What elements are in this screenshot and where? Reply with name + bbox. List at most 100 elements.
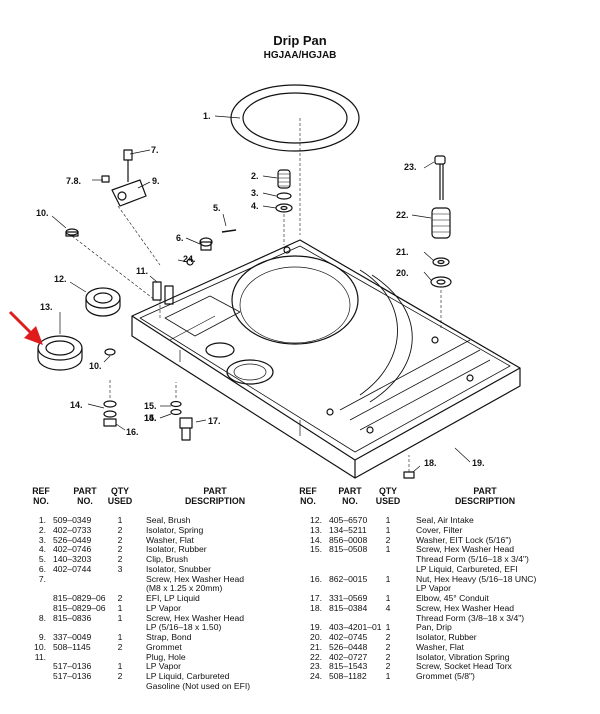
- description-cell: LP Liquid, Carbureted: [146, 671, 230, 681]
- qty-cell: 2: [385, 651, 391, 662]
- part-number-cell: 815–0829–06: [53, 593, 106, 603]
- drip-pan-exploded-diagram: 1. 2. 3. 4. 5. 6. 7. 7.8. 9. 10. 11. 12.…: [8, 84, 521, 479]
- callout: 15.: [144, 413, 157, 423]
- callout: 14.: [144, 413, 157, 423]
- callout: 7.8.: [66, 176, 81, 186]
- qty-cell: 2: [117, 524, 123, 535]
- part-number-cell: 508–1182: [329, 671, 367, 681]
- part-number-cell: 815–0836: [53, 612, 92, 623]
- description-cell: LP Vapor: [416, 583, 452, 594]
- description-cell: LP Vapor: [146, 661, 182, 672]
- description-cell: (M8 x 1.25 x 20mm): [146, 583, 223, 594]
- ref-cell: 13.: [310, 524, 322, 535]
- ref-cell: 11.: [34, 651, 46, 662]
- description-cell: Screw, Hex Washer Head: [416, 602, 515, 613]
- screw-18: [403, 455, 415, 479]
- part-number-cell: 815–1543: [329, 661, 368, 672]
- qty-cell: 2: [385, 641, 391, 652]
- small-hardware: [65, 228, 237, 318]
- description-cell: EFI, LP Liquid: [146, 593, 200, 603]
- qty-cell: 3: [117, 563, 123, 574]
- description-cell: Seal, Air Intake: [416, 515, 474, 525]
- qty-cell: 2: [385, 661, 391, 672]
- qty-cell: 1: [385, 593, 391, 603]
- qty-cell: 1: [117, 602, 123, 613]
- ref-cell: 23.: [310, 661, 322, 672]
- ref-cell: 4.: [38, 544, 46, 555]
- diagram-title: Drip Pan: [273, 33, 327, 48]
- callout: 9.: [152, 176, 160, 186]
- qty-cell: 2: [117, 671, 123, 681]
- callout: 12.: [54, 274, 67, 284]
- description-cell: Washer, EIT Lock (5/16"): [416, 534, 512, 545]
- callout: 13.: [40, 302, 53, 312]
- ref-cell: 6.: [38, 563, 46, 574]
- callout: 21.: [396, 247, 409, 257]
- part-number-cell: 526–0449: [53, 534, 92, 545]
- ref-cell: 10.: [34, 641, 46, 652]
- description-cell: Grommet (5/8"): [416, 671, 475, 681]
- part-number-cell: 402–0745: [329, 632, 368, 642]
- ref-cell: 16.: [310, 573, 322, 584]
- qty-cell: 1: [117, 661, 123, 672]
- description-cell: Seal, Brush: [146, 515, 191, 525]
- description-cell: Screw, Hex Washer Head: [146, 612, 245, 623]
- qty-cell: 4: [385, 602, 391, 613]
- ref-cell: 19.: [310, 622, 322, 633]
- qty-cell: 1: [385, 524, 391, 535]
- callout: 19.: [472, 458, 485, 468]
- right-isolator-stack: [430, 155, 452, 330]
- description-cell: Elbow, 45° Conduit: [416, 593, 489, 603]
- ref-cell: 5.: [38, 554, 46, 564]
- description-cell: Washer, Flat: [146, 534, 194, 545]
- ref-cell: 3.: [38, 534, 46, 545]
- ref-cell: 2.: [38, 524, 46, 535]
- part-number-cell: 403–4201–01: [329, 622, 382, 633]
- part-number-cell: 526–0448: [329, 641, 368, 652]
- part-number-cell: 405–6570: [329, 515, 368, 525]
- qty-cell: 2: [117, 534, 123, 545]
- callout-labels: 1. 2. 3. 4. 5. 6. 7. 7.8. 9. 10. 11. 12.…: [36, 111, 485, 468]
- filter-cover: [37, 335, 116, 371]
- qty-cell: 1: [385, 515, 391, 525]
- description-cell: Screw, Hex Washer Head: [146, 573, 245, 584]
- part-number-cell: 402–0746: [53, 544, 92, 555]
- callout: 16.: [126, 427, 139, 437]
- ref-cell: 1.: [38, 515, 46, 525]
- description-cell: Pan, Drip: [416, 622, 452, 633]
- qty-cell: 1: [117, 515, 123, 525]
- description-cell: Isolator, Snubber: [146, 563, 211, 574]
- description-cell: Grommet: [146, 641, 182, 652]
- lower-left-fasteners: [103, 380, 117, 427]
- part-number-cell: 337–0049: [53, 632, 92, 642]
- qty-cell: 2: [117, 554, 123, 564]
- part-number-cell: 402–0727: [329, 651, 368, 662]
- callout: 17.: [208, 416, 221, 426]
- description-cell: LP (5/16–18 x 1.50): [146, 622, 222, 633]
- qty-cell: 2: [385, 534, 391, 545]
- ref-cell: 24.: [310, 671, 322, 681]
- description-cell: Gasoline (Not used on EFI): [146, 680, 251, 691]
- ref-cell: 7.: [38, 573, 46, 584]
- part-number-cell: 134–5211: [329, 524, 367, 535]
- description-cell: Isolator, Rubber: [146, 544, 207, 555]
- part-number-cell: 862–0015: [329, 573, 368, 584]
- part-number-cell: 815–0508: [329, 544, 368, 555]
- part-number-cell: 402–0744: [53, 563, 92, 574]
- qty-cell: 1: [117, 632, 123, 642]
- leader-lines: [51, 115, 471, 473]
- part-number-cell: 815–0384: [329, 602, 368, 613]
- diagram-subtitle: HGJAA/HGJAB: [263, 50, 337, 61]
- description-cell: LP Liquid, Carbureted, EFI: [416, 563, 518, 574]
- callout: 24.: [183, 254, 196, 264]
- drip-pan-body: [131, 239, 521, 479]
- description-cell: Strap, Bond: [146, 632, 192, 642]
- part-number-cell: 402–0733: [53, 524, 92, 535]
- callout: 23.: [404, 162, 417, 172]
